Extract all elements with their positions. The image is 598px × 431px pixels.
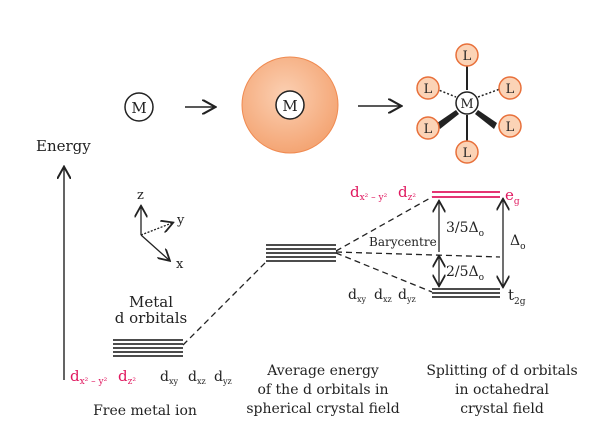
svg-text:M: M [460, 97, 473, 112]
t2g-orbital-dxy: dxy [348, 287, 366, 304]
caption-average-3: spherical crystal field [246, 401, 399, 417]
svg-text:z: z [137, 188, 144, 203]
ligand-upper-right: L [498, 76, 522, 100]
free-orbital-dxz: dxz [188, 369, 206, 386]
ligand-lower-right: L [498, 114, 522, 138]
svg-text:L: L [506, 120, 515, 135]
free-orbital-dz2: dz² [118, 367, 136, 387]
connector-to-eg [335, 196, 433, 252]
eg-orbital-dx2y2: dx² – y² [350, 183, 388, 203]
connector-free-to-average [182, 261, 267, 346]
caption-free-ion: Free metal ion [93, 403, 197, 419]
connector-to-t2g [335, 252, 433, 293]
t2g-levels [432, 288, 500, 298]
t2g-orbital-dxz: dxz [374, 287, 392, 304]
t2g-label: t2g [508, 286, 526, 307]
svg-text:L: L [424, 82, 433, 97]
free-orbital-dx2y2: dx² – y² [70, 367, 108, 387]
svg-text:L: L [463, 146, 472, 161]
ligand-lower-left: L [416, 116, 440, 140]
barycentre-label: Barycentre [369, 235, 437, 249]
eg-levels [432, 191, 500, 198]
ligand-top: L [455, 43, 479, 67]
energy-label: Energy [36, 137, 91, 155]
octahedral-complex: L L L L L L M [416, 43, 522, 164]
delta-o-label: Δo [510, 233, 526, 252]
average-energy-levels [266, 244, 336, 262]
svg-text:L: L [424, 122, 433, 137]
upper-fraction-label: 3/5Δo [446, 220, 484, 239]
metal-label: Metal [129, 293, 173, 311]
svg-text:L: L [506, 82, 515, 97]
svg-text:L: L [463, 49, 472, 64]
free-metal-atom: M [124, 92, 154, 122]
cartesian-axes: z y x [137, 188, 185, 272]
free-orbital-dxy: dxy [160, 369, 178, 386]
complex-metal: M [455, 91, 479, 115]
svg-text:y: y [176, 213, 185, 228]
free-ion-levels [113, 339, 183, 357]
ligand-upper-left: L [416, 76, 440, 100]
caption-average-2: of the d orbitals in [258, 382, 389, 398]
lower-fraction-label: 2/5Δo [446, 264, 484, 283]
spherical-field-sphere: M [241, 56, 339, 154]
eg-orbital-dz2: dz² [398, 183, 416, 203]
barycentre-line [335, 251, 501, 258]
d-orbitals-label: d orbitals [115, 309, 187, 327]
caption-split-3: crystal field [460, 401, 544, 417]
eg-label: eg [505, 186, 520, 207]
caption-average-1: Average energy [266, 363, 379, 379]
caption-split-1: Splitting of d orbitals [426, 363, 577, 379]
svg-text:M: M [282, 97, 297, 115]
caption-split-2: in octahedral [455, 382, 549, 398]
svg-text:x: x [176, 257, 184, 272]
t2g-orbital-dyz: dyz [398, 287, 416, 304]
ligand-bottom: L [455, 140, 479, 164]
svg-text:M: M [131, 99, 146, 117]
free-orbital-dyz: dyz [214, 369, 232, 386]
